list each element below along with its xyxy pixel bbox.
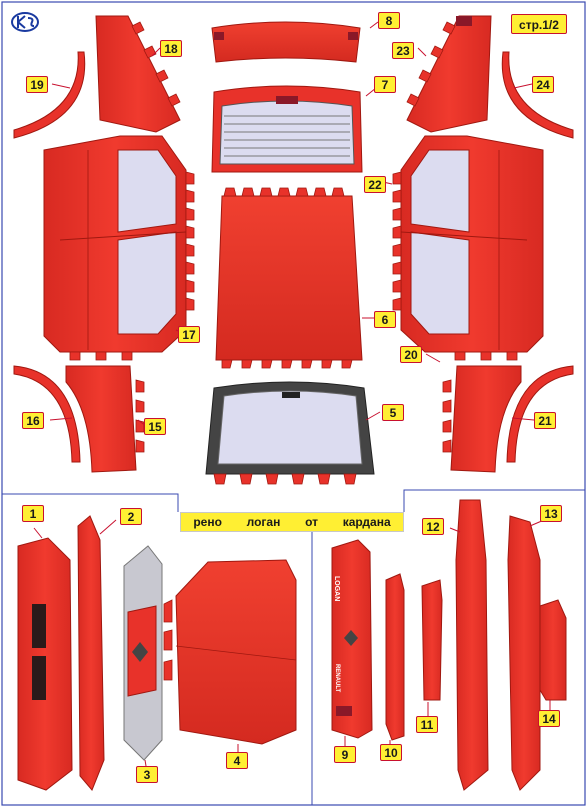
- part-label-19: 19: [26, 76, 48, 93]
- part-2-bumper-strip: [77, 515, 105, 791]
- trunk-logo-text: LOGAN: [333, 576, 340, 602]
- part-16-left-arch-strip: [13, 365, 81, 463]
- title-word: кардана: [342, 515, 391, 529]
- title-banner: рено логан от кардана: [180, 512, 404, 532]
- part-label-8: 8: [378, 12, 400, 29]
- part-1-front-bumper: [17, 537, 73, 791]
- part-7-rear-window: [211, 85, 363, 173]
- part-12-side-skirt: [455, 499, 489, 791]
- part-label-5: 5: [382, 404, 404, 421]
- part-label-18: 18: [160, 40, 182, 57]
- title-word: от: [305, 515, 318, 529]
- part-14-panel: [539, 599, 567, 701]
- part-9-trunk-lid: [331, 539, 373, 739]
- part-label-9: 9: [334, 746, 356, 763]
- part-label-20: 20: [400, 346, 422, 363]
- part-10-panel: [385, 573, 405, 741]
- part-label-7: 7: [374, 76, 396, 93]
- part-23-right-rear-pillar: [406, 15, 492, 133]
- part-label-17: 17: [178, 326, 200, 343]
- trunk-maker-text: RENAULT: [334, 664, 340, 693]
- part-label-16: 16: [22, 412, 44, 429]
- title-word: логан: [246, 515, 281, 529]
- part-label-23: 23: [392, 42, 414, 59]
- part-21-right-arch-strip: [506, 365, 574, 463]
- part-label-13: 13: [540, 505, 562, 522]
- section-divider: [403, 489, 585, 512]
- title-word: рено: [193, 515, 222, 529]
- part-24-right-arc-strip: [501, 51, 574, 139]
- part-label-21: 21: [534, 412, 556, 429]
- part-17-left-side: [43, 135, 195, 361]
- section-divider: [2, 493, 179, 512]
- page-label: стр.1/2: [511, 14, 567, 34]
- part-label-14: 14: [538, 710, 560, 727]
- part-label-10: 10: [380, 744, 402, 761]
- part-label-1: 1: [22, 505, 44, 522]
- part-label-4: 4: [226, 752, 248, 769]
- part-5-windshield: [205, 381, 375, 485]
- part-13-side-skirt: [507, 515, 541, 791]
- part-label-11: 11: [416, 716, 438, 733]
- part-label-15: 15: [144, 418, 166, 435]
- part-label-12: 12: [422, 518, 444, 535]
- part-label-3: 3: [136, 766, 158, 783]
- part-3-grille: [123, 545, 163, 761]
- publisher-logo-icon: [11, 12, 39, 32]
- part-4-hood: [163, 559, 297, 745]
- part-18-left-rear-pillar: [95, 15, 181, 133]
- part-22-right-side: [392, 135, 544, 361]
- part-label-6: 6: [374, 311, 396, 328]
- part-11-panel: [421, 579, 443, 701]
- part-label-2: 2: [120, 508, 142, 525]
- part-8-rear-roof-strip: [211, 21, 361, 63]
- part-19-left-arc-strip: [13, 51, 86, 139]
- part-label-24: 24: [532, 76, 554, 93]
- part-6-roof: [215, 187, 363, 369]
- part-20-right-wheel-arch: [442, 365, 522, 473]
- part-label-22: 22: [364, 176, 386, 193]
